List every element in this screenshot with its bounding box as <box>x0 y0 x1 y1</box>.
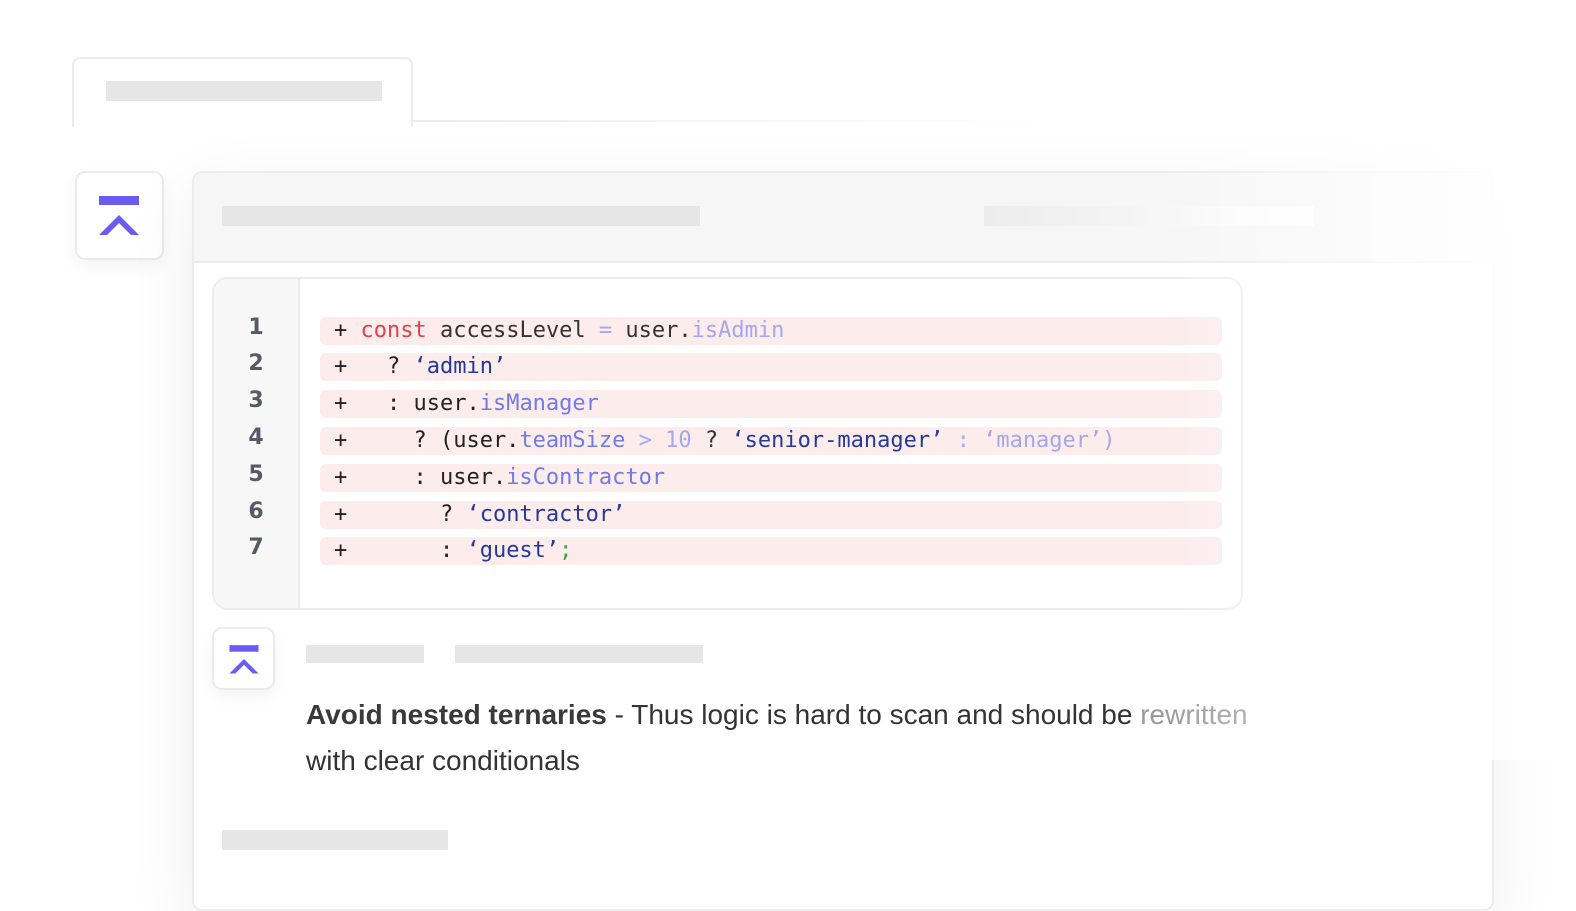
line-number: 3 <box>248 388 264 413</box>
brand-chevron-logo-icon <box>99 196 139 235</box>
code-line: + : ‘guest’; <box>334 537 572 565</box>
header-meta-placeholder <box>984 206 1314 226</box>
code-line: + ? ‘admin’ <box>334 353 506 381</box>
line-number: 7 <box>248 535 264 560</box>
diff-line-bg <box>320 501 1222 529</box>
comment-separator: - <box>606 699 632 730</box>
line-number: 6 <box>248 499 264 524</box>
file-tab[interactable] <box>72 57 413 127</box>
code-token: + : user. <box>334 465 507 490</box>
comment-title: Avoid nested ternaries <box>306 699 607 730</box>
footer-placeholder <box>222 830 448 850</box>
comment-body-part3: with clear conditionals <box>306 745 580 776</box>
line-number: 4 <box>248 425 264 450</box>
code-token: isManager <box>479 391 599 416</box>
brand-logo-large <box>75 171 164 260</box>
tab-bar-divider <box>412 120 1052 122</box>
code-token: + ? (user. <box>334 428 520 453</box>
code-token: ‘manager’) <box>983 428 1116 453</box>
diff-line-bg <box>320 390 1222 418</box>
code-token: ‘contractor’ <box>466 502 626 527</box>
card-header <box>194 173 1492 263</box>
code-diff-block[interactable]: 1 + const accessLevel = user.isAdmin 2 + ? … <box>212 277 1243 610</box>
code-line: + : user.isContractor <box>334 464 665 492</box>
code-token: teamSize <box>519 428 626 453</box>
diff-line-bg <box>320 353 1222 381</box>
code-token: ; <box>559 538 573 563</box>
code-token: isContractor <box>506 465 666 490</box>
code-token: ‘guest’ <box>466 538 560 563</box>
code-line: + : user.isManager <box>334 390 599 418</box>
code-token: ‘admin’ <box>413 354 507 379</box>
line-number: 2 <box>248 351 264 376</box>
code-token: ? <box>691 428 732 453</box>
line-number: 5 <box>248 462 264 487</box>
code-token: + ? <box>334 354 414 379</box>
line-number: 1 <box>248 315 264 340</box>
code-token: + : <box>334 538 467 563</box>
line-number-gutter <box>214 279 300 608</box>
code-token: user. <box>612 318 692 343</box>
diff-line-bg <box>320 427 1222 455</box>
review-comment: Avoid nested ternaries - Thus logic is h… <box>306 692 1406 784</box>
comment-meta-placeholder <box>455 645 703 663</box>
comment-body-part1: Thus logic is hard to scan and should be <box>631 699 1133 730</box>
code-token: : <box>943 428 984 453</box>
code-token: + : user. <box>334 391 480 416</box>
code-line: + ? ‘contractor’ <box>334 501 625 529</box>
code-token: = <box>598 318 613 343</box>
diff-line-bg <box>320 464 1222 492</box>
tab-title-placeholder <box>106 81 382 101</box>
code-line: + ? (user.teamSize > 10 ? ‘senior-manage… <box>334 427 1116 455</box>
code-token: 10 <box>665 428 692 453</box>
brand-chevron-logo-icon <box>229 645 259 674</box>
code-token: isAdmin <box>691 318 785 343</box>
code-token: + ? <box>334 502 467 527</box>
code-token: const <box>360 318 427 343</box>
code-token: ‘senior-manager’ <box>731 428 944 453</box>
header-title-placeholder <box>222 206 700 226</box>
diff-line-bg <box>320 537 1222 565</box>
reviewer-avatar <box>212 627 275 690</box>
code-token: + <box>334 318 361 343</box>
code-token: accessLevel <box>426 318 599 343</box>
code-token: > <box>625 428 666 453</box>
comment-body-part2: rewritten <box>1132 699 1248 730</box>
code-line: + const accessLevel = user.isAdmin <box>334 317 784 345</box>
reviewer-name-placeholder <box>306 645 424 663</box>
diff-line-bg <box>320 317 1222 345</box>
